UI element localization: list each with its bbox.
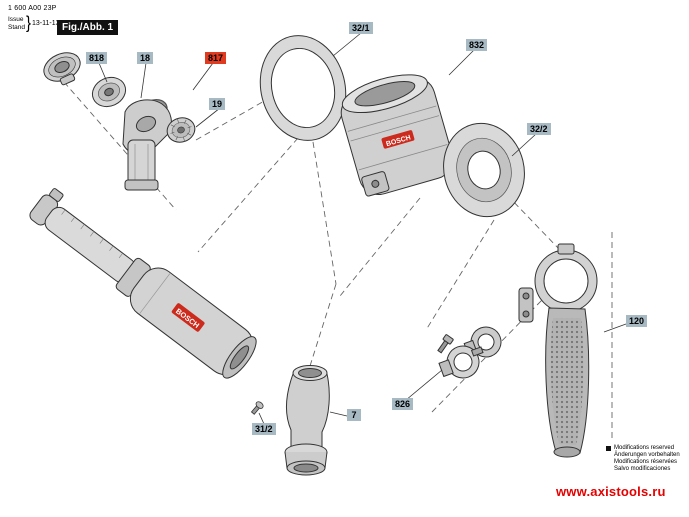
part-disc-19 <box>166 117 196 143</box>
issue-label: Issue <box>8 16 24 23</box>
part-label-7[interactable]: 7 <box>347 409 361 421</box>
modification-notes: Modifications reserved Änderungen vorbeh… <box>606 445 680 473</box>
part-outlet-elbow-7 <box>284 365 330 476</box>
website-link[interactable]: www.axistools.ru <box>556 484 666 499</box>
part-grommet-818 <box>43 52 81 86</box>
issue-brace: } <box>26 13 32 34</box>
issue-block: Issue Stand } 13-11-13 <box>8 13 60 34</box>
part-label-817-highlighted[interactable]: 817 <box>205 52 227 64</box>
part-label-826[interactable]: 826 <box>392 398 414 410</box>
issue-date: 13-11-13 <box>32 20 60 27</box>
part-handle-120 <box>518 243 598 458</box>
part-swivel-elbow-817 <box>122 98 172 191</box>
part-label-32-2[interactable]: 32/2 <box>527 123 551 135</box>
label-leader-lines <box>98 32 627 425</box>
figure-title: Fig./Abb. 1 <box>57 20 119 35</box>
note-line-en: Modifications reserved <box>614 445 675 451</box>
part-label-818[interactable]: 818 <box>86 52 108 64</box>
part-adapter-collar-832: BOSCH <box>340 74 454 197</box>
note-line-es: Salvo modificaciones <box>614 466 671 472</box>
note-bullet-square <box>606 446 611 451</box>
part-screw-31-2 <box>250 401 264 415</box>
document-part-number: 1 600 A00 23P <box>8 5 57 12</box>
part-label-31-2[interactable]: 31/2 <box>252 423 276 435</box>
part-label-120[interactable]: 120 <box>626 315 648 327</box>
part-cap <box>91 76 127 108</box>
part-clamp-826 <box>437 326 502 379</box>
part-label-32-1[interactable]: 32/1 <box>349 22 373 34</box>
note-line-fr: Modifications réservées <box>614 459 678 465</box>
part-label-832[interactable]: 832 <box>466 39 488 51</box>
part-ring-32-1 <box>259 35 347 141</box>
part-main-housing: BOSCH <box>29 188 257 379</box>
part-ring-32-2 <box>443 122 525 218</box>
part-label-18[interactable]: 18 <box>137 52 154 64</box>
note-line-de: Änderungen vorbehalten <box>614 452 680 458</box>
stand-label: Stand <box>8 23 25 31</box>
part-label-19[interactable]: 19 <box>209 98 226 110</box>
